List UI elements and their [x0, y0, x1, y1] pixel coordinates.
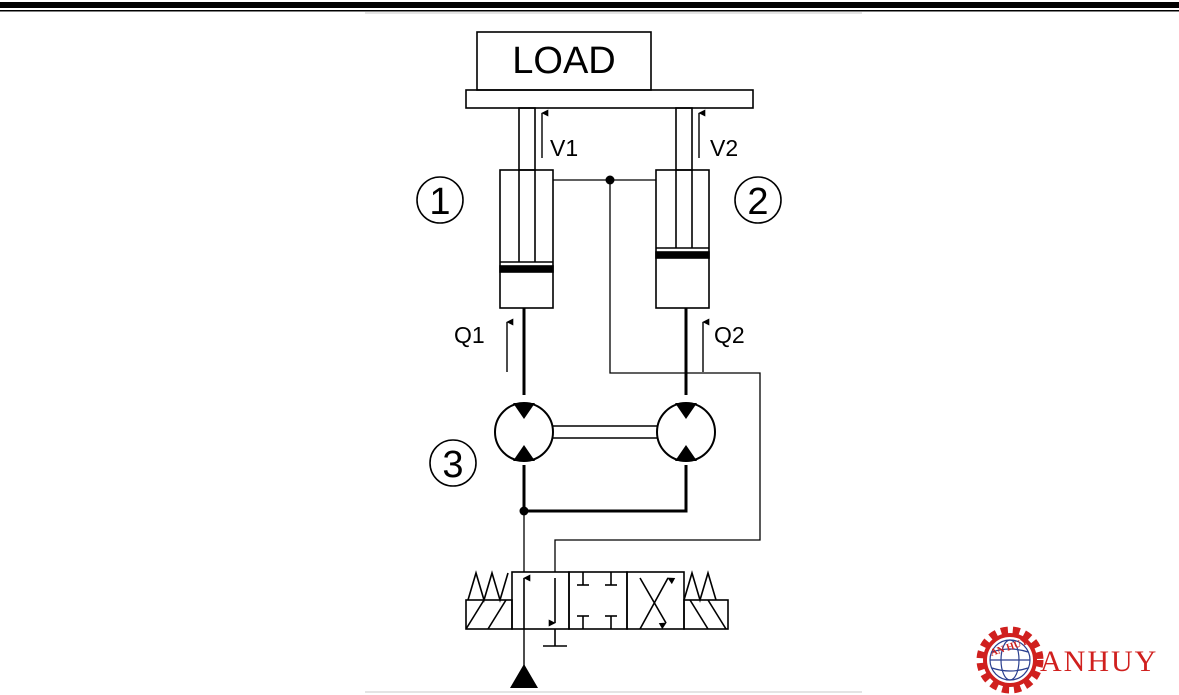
load-label: LOAD — [512, 40, 615, 82]
gear-icon: AN HUY — [976, 626, 1044, 694]
cylinder-2 — [655, 107, 710, 309]
svg-text:3: 3 — [442, 444, 463, 486]
logo-text: ANHUY — [1040, 645, 1158, 678]
cylinder-1 — [499, 107, 554, 309]
svg-text:2: 2 — [747, 181, 768, 223]
hydraulic-motor-1 — [494, 402, 554, 462]
q2-label: Q2 — [714, 322, 745, 348]
cylinder-1-number: 1 — [416, 176, 464, 224]
rod-side-return-line — [553, 179, 761, 572]
load-block: LOAD — [476, 31, 652, 91]
header-rule — [0, 2, 1179, 12]
tank-symbol — [543, 629, 567, 647]
junction-dot-top — [605, 175, 615, 185]
load-beam — [465, 89, 754, 109]
cap-side-supply-lines — [522, 308, 688, 513]
directional-control-valve — [465, 570, 729, 630]
hydraulic-motor-2 — [656, 402, 716, 462]
motor-coupling-shaft — [553, 425, 657, 439]
q1-label: Q1 — [454, 322, 485, 348]
anhuy-logo: AN HUY ANHUY — [976, 626, 1158, 694]
pump-pressure-source-icon — [510, 664, 538, 688]
v1-label: V1 — [550, 135, 578, 161]
cylinder-2-number: 2 — [734, 176, 782, 224]
motors-number: 3 — [429, 439, 477, 487]
svg-text:1: 1 — [429, 181, 450, 223]
v2-label: V2 — [710, 135, 738, 161]
